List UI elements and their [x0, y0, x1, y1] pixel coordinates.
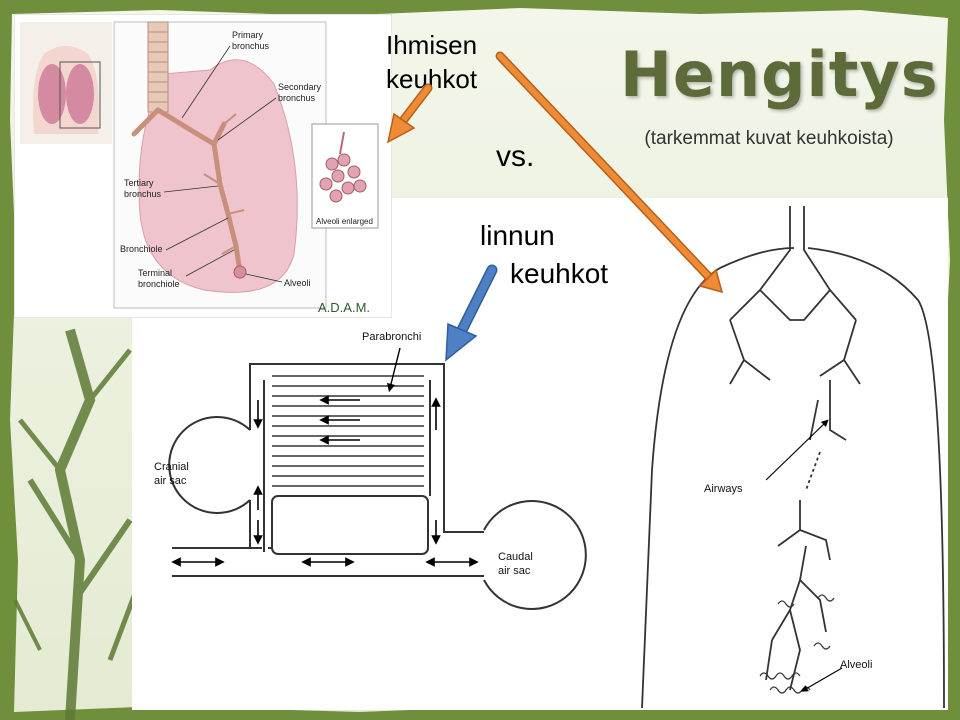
label-bird-lungs-line2: keuhkot — [510, 258, 609, 289]
label-caudal-1: Caudal — [498, 551, 533, 563]
lung-labels: Primary bronchus Secondary bronchus Tert… — [120, 30, 322, 289]
label-airway-alveoli: Alveoli — [840, 659, 872, 671]
blue-arrow — [445, 264, 498, 362]
label-human-lungs-line1: Ihmisen — [386, 30, 478, 60]
alveoli-enlarged-inset: Alveoli enlarged — [311, 123, 379, 229]
label-tertiary-bronchus-1: Tertiary — [124, 178, 154, 188]
parabronchi-leader — [386, 347, 401, 393]
orange-arrow-long — [495, 51, 724, 294]
airways-leader — [765, 419, 829, 481]
label-leaders — [163, 45, 283, 283]
label-tertiary-bronchus-2: bronchus — [124, 189, 162, 199]
label-airways: Airways — [704, 483, 743, 495]
label-cranial-1: Cranial — [154, 461, 189, 473]
airway-diagram — [641, 206, 945, 709]
orange-arrow-short — [386, 83, 433, 144]
label-alveoli: Alveoli — [284, 278, 311, 288]
label-vs: vs. — [496, 140, 535, 173]
parabronchi-lines — [272, 375, 424, 487]
human-lung-figure: Primary bronchus Secondary bronchus Tert… — [14, 14, 392, 318]
bird-lung-diagram — [168, 363, 587, 610]
label-secondary-bronchus-1: Secondary — [278, 82, 322, 92]
label-bronchiole: Bronchiole — [120, 244, 163, 254]
label-terminal-bronchiole-2: bronchiole — [138, 279, 180, 289]
label-terminal-bronchiole-1: Terminal — [138, 268, 172, 278]
lung-drawing — [113, 21, 327, 309]
tree-decoration — [13, 328, 143, 720]
label-primary-bronchus-1: Primary — [232, 30, 263, 40]
airway-labels: Airways Alveoli — [704, 483, 872, 671]
slide-title: Hengitys — [620, 38, 939, 111]
label-alveoli-enlarged: Alveoli enlarged — [316, 217, 373, 226]
alveoli-leader — [800, 667, 843, 692]
label-parabronchi: Parabronchi — [362, 331, 421, 343]
label-primary-bronchus-2: bronchus — [232, 41, 270, 51]
torso-thumbnail — [20, 22, 112, 144]
slide-subtitle: (tarkemmat kuvat keuhkoista) — [644, 128, 894, 149]
flow-arrows — [171, 395, 479, 567]
label-bird-lungs-line1: linnun — [480, 220, 555, 251]
label-secondary-bronchus-2: bronchus — [278, 93, 316, 103]
bird-labels: Parabronchi Cranial air sac Caudal air s… — [154, 331, 533, 577]
label-cranial-2: air sac — [154, 475, 187, 487]
adam-logo: A.D.A.M. — [318, 300, 370, 315]
label-caudal-2: air sac — [498, 565, 531, 577]
